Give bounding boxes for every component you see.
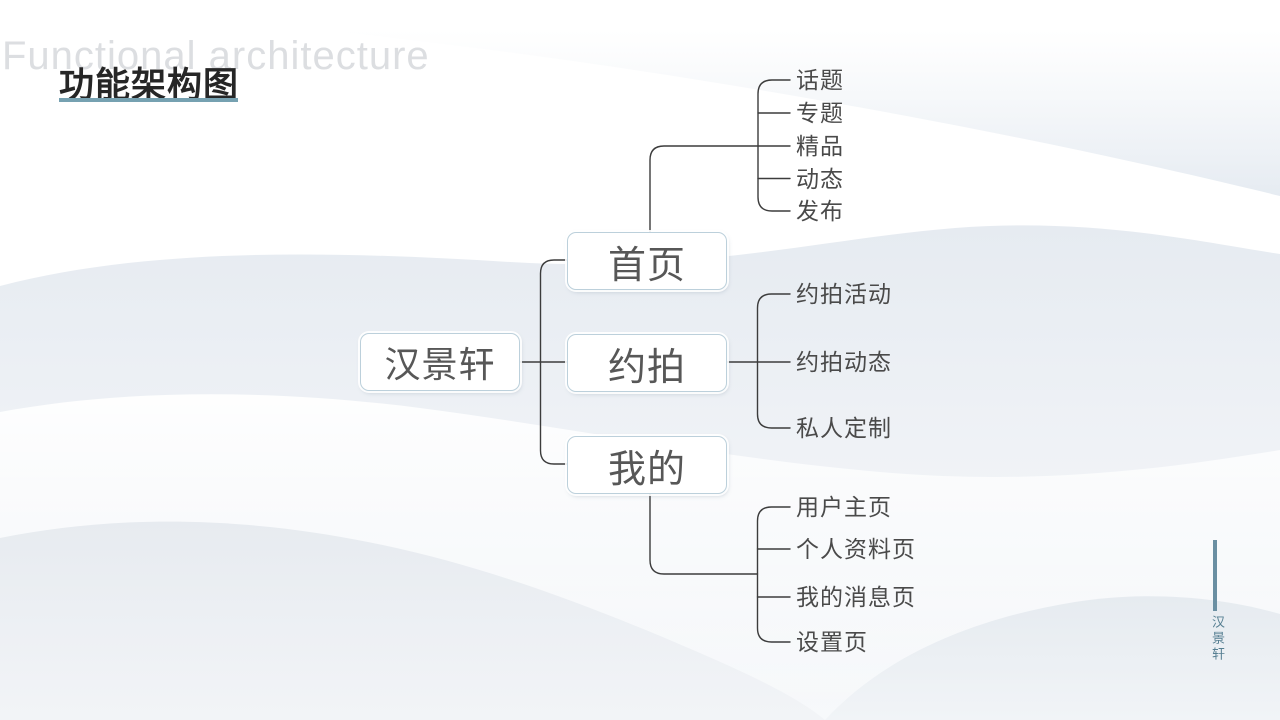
tree-leaf: 个人资料页: [796, 536, 916, 562]
tree-leaf: 用户主页: [796, 494, 892, 520]
tree-node-root: 汉景轩: [360, 333, 520, 391]
side-accent-line: [1213, 540, 1217, 611]
title-watermark: Functional architecture: [2, 34, 430, 78]
tree-leaf: 设置页: [796, 629, 868, 655]
tree-node-mine: 我的: [567, 436, 727, 494]
tree-leaf: 精品: [796, 133, 844, 159]
tree-leaf: 动态: [796, 166, 844, 192]
tree-node-booking: 约拍: [567, 334, 727, 392]
side-brand-text: 汉景轩: [1210, 615, 1225, 663]
tree-leaf: 发布: [796, 198, 844, 224]
tree-node-home: 首页: [567, 232, 727, 290]
tree-leaf: 话题: [796, 67, 844, 93]
tree-leaf: 我的消息页: [796, 584, 916, 610]
tree-leaf: 约拍活动: [796, 281, 892, 307]
tree-leaf: 私人定制: [796, 415, 892, 441]
title-underline: [59, 98, 238, 102]
tree-leaf: 专题: [796, 100, 844, 126]
tree-leaf: 约拍动态: [796, 349, 892, 375]
